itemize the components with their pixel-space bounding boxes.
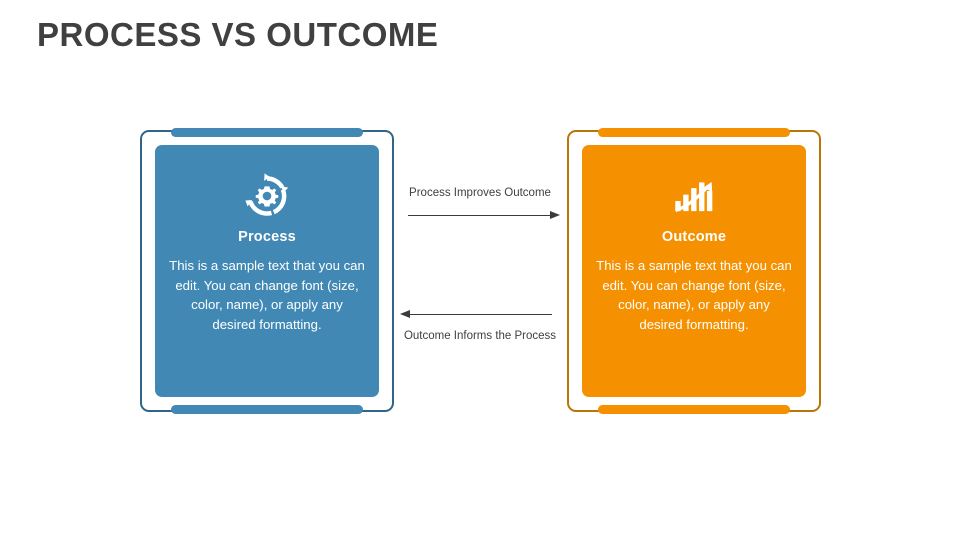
panel-top-bar-outcome <box>598 128 790 137</box>
card-outcome[interactable]: Outcome This is a sample text that you c… <box>582 145 806 397</box>
arrow-head-right-icon <box>550 210 560 219</box>
page-title: PROCESS VS OUTCOME <box>37 16 439 53</box>
bar-chart-growth-icon <box>674 181 713 213</box>
card-title-process: Process <box>238 229 296 245</box>
arrow-left <box>400 308 560 320</box>
panel-process[interactable]: Process This is a sample text that you c… <box>140 128 394 414</box>
panel-top-bar-process <box>171 128 363 137</box>
arrow-right <box>400 209 560 221</box>
arrow-line-left <box>408 313 552 316</box>
card-process[interactable]: Process This is a sample text that you c… <box>155 145 379 397</box>
card-body-process: This is a sample text that you can edit.… <box>169 258 365 332</box>
gear-cycle-icon <box>245 173 289 216</box>
card-body-outcome: This is a sample text that you can edit.… <box>596 258 792 332</box>
connector-label-process-improves-outcome: Process Improves Outcome <box>409 187 551 199</box>
connector-label-outcome-informs-process: Outcome Informs the Process <box>403 330 557 342</box>
arrow-line-right <box>408 214 552 217</box>
panel-outcome[interactable]: Outcome This is a sample text that you c… <box>567 128 821 414</box>
connector-outcome-informs-process: Outcome Informs the Process <box>400 308 560 344</box>
card-title-outcome: Outcome <box>661 229 727 245</box>
panel-bottom-bar-outcome <box>598 405 790 414</box>
arrow-head-left-icon <box>400 309 410 318</box>
panel-bottom-bar-process <box>171 405 363 414</box>
connector-process-improves-outcome: Process Improves Outcome <box>400 185 560 221</box>
